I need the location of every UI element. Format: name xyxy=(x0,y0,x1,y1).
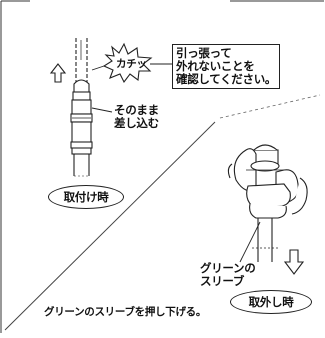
removal-title-badge: 取外し時 xyxy=(230,290,312,314)
down-arrow-icon xyxy=(283,249,305,275)
removal-instruction: グリーンのスリーブを押し下げる。 xyxy=(44,306,207,318)
sleeve-label: グリーンの スリーブ xyxy=(200,261,256,288)
insert-note: そのまま 差し込む xyxy=(114,103,159,130)
diagonal-divider xyxy=(4,121,216,331)
click-burst-icon xyxy=(102,42,153,84)
up-arrow-icon xyxy=(49,63,67,83)
click-sound-label: カチッ xyxy=(116,58,147,70)
install-title-badge: 取付け時 xyxy=(48,185,124,209)
removal-hand-drawing xyxy=(227,144,308,262)
install-pipe-drawing xyxy=(70,38,93,177)
check-note-box: 引っ張って 外れないことを 確認してください。 xyxy=(172,44,281,89)
